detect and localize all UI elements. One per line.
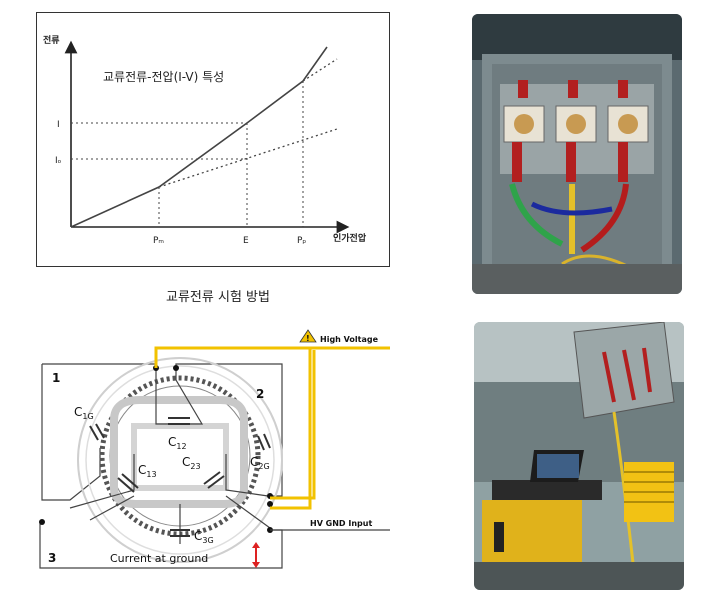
- switchgear-photo-svg: [472, 14, 682, 294]
- phase-label-1: 1: [52, 371, 60, 385]
- iv-chart-svg: 전류 인가전압 교류전류-전압(I-V) 특성 I Iₒ Pₘ E Pₚ: [43, 34, 367, 246]
- chart-title: 교류전류-전압(I-V) 특성: [103, 70, 224, 84]
- test-setup-photo: [474, 322, 684, 590]
- cap-label-c13: C13: [138, 463, 157, 479]
- wire-c23: [225, 454, 269, 497]
- terminal-1b: [173, 365, 179, 371]
- cap-label-c23: C23: [182, 455, 201, 471]
- winding-diagram-svg: ! High Voltage HV GND Input Current at g…: [39, 329, 390, 569]
- hv-wire-right: [270, 348, 316, 510]
- switchgear-cabinet-photo: [472, 14, 682, 294]
- test-method-caption: 교류전류 시험 방법: [166, 290, 270, 305]
- terminal-2b: [267, 501, 273, 507]
- x-axis-label: 인가전압: [333, 232, 367, 244]
- y-tick-i: I: [57, 120, 60, 130]
- x-tick-pp: Pₚ: [297, 236, 306, 246]
- y-axis-label: 전류: [43, 34, 60, 46]
- warning-icon: !: [299, 329, 317, 343]
- svg-text:!: !: [306, 334, 310, 343]
- phase-label-3: 3: [48, 551, 56, 565]
- winding-test-diagram: ! High Voltage HV GND Input Current at g…: [30, 328, 392, 578]
- capacitor-c2g-symbol: [257, 433, 271, 451]
- capacitor-c23-symbol: [203, 471, 225, 489]
- stator-outer-ring-2: [85, 365, 275, 555]
- terminal-3a: [39, 519, 45, 525]
- cap-label-c1g: C1G: [74, 405, 94, 421]
- cap-label-c3g: C3G: [194, 529, 214, 545]
- current-ground-label: Current at ground: [110, 552, 208, 565]
- capacitor-c1g-symbol: [89, 423, 105, 441]
- hv-gnd-label: HV GND Input: [310, 519, 372, 528]
- cap-label-c2g: C2G: [250, 455, 270, 471]
- wire-bottom: [89, 495, 271, 529]
- hv-wire-top: [154, 346, 390, 368]
- extrapolation-line-1: [158, 128, 338, 188]
- phase-box-1: [41, 364, 101, 501]
- wire-c13: [69, 454, 135, 509]
- x-tick-pm: Pₘ: [153, 236, 164, 246]
- wire-c12: [155, 379, 204, 425]
- capacitor-c13-symbol: [117, 473, 139, 493]
- current-arrow-icon: [252, 542, 260, 568]
- iv-characteristic-chart: 전류 인가전압 교류전류-전압(I-V) 특성 I Iₒ Pₘ E Pₚ: [36, 12, 390, 267]
- stator-outer-ring: [77, 357, 283, 563]
- phase-label-2: 2: [256, 387, 264, 401]
- capacitor-c12-symbol: [168, 417, 190, 425]
- capacitor-c3g-symbol: [170, 529, 190, 537]
- high-voltage-label: High Voltage: [320, 335, 379, 344]
- extrapolation-line-2: [302, 58, 338, 82]
- y-tick-io: Iₒ: [55, 156, 62, 166]
- x-tick-e: E: [243, 236, 249, 246]
- test-setup-photo-svg: [474, 322, 684, 590]
- cap-label-c12: C12: [168, 435, 187, 451]
